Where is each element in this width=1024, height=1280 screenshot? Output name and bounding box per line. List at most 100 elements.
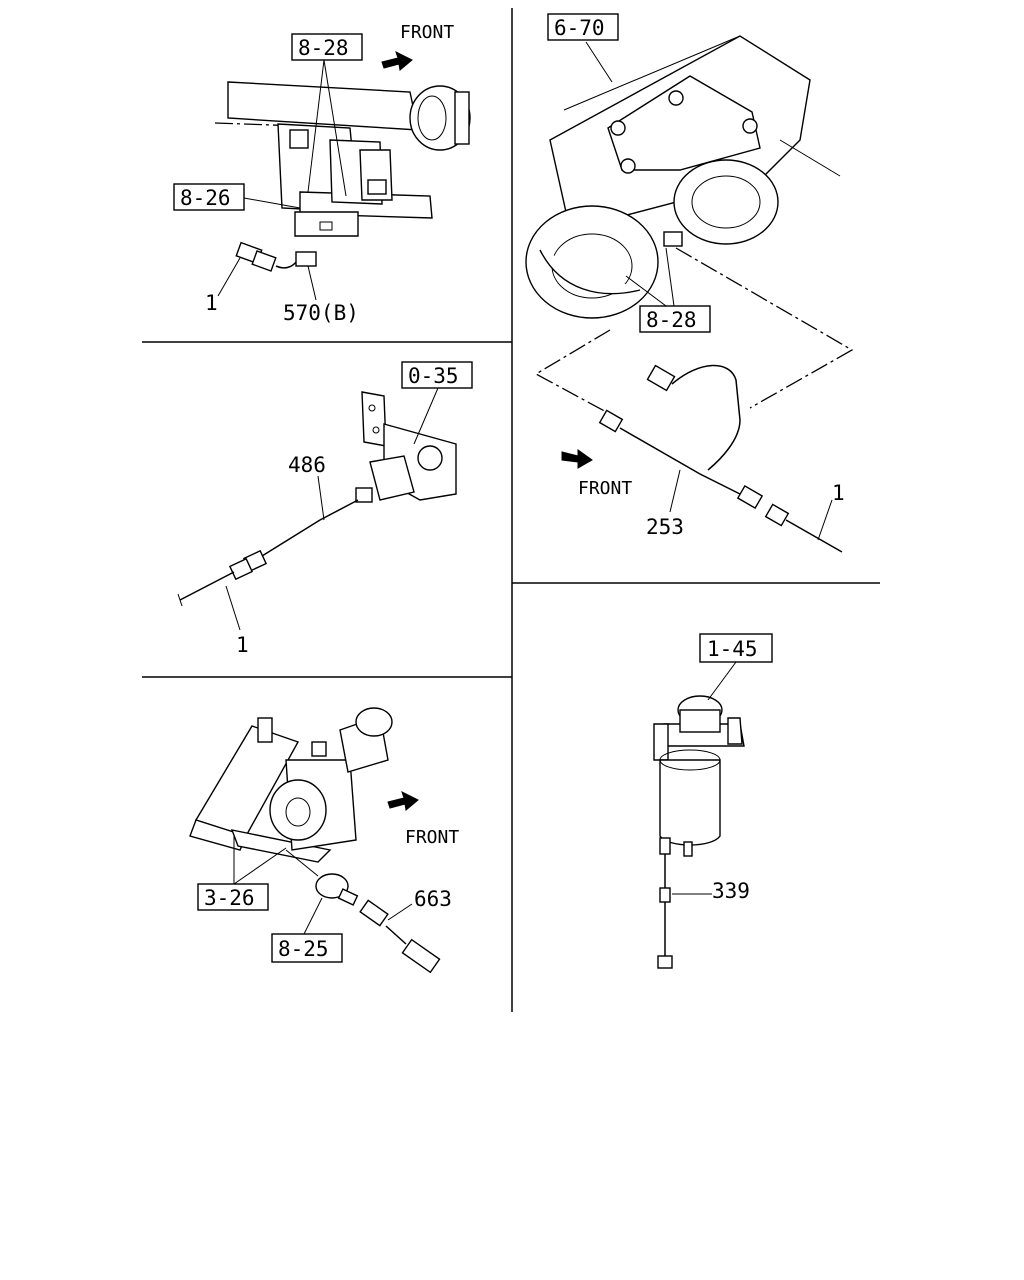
front-arrow-icon-2 [387,791,419,811]
leader-8-26 [243,197,301,209]
harness-end-wire [785,519,843,553]
harness-connector-r3 [736,484,764,510]
ref-box-8-28-right [639,305,711,333]
panel-edge [563,35,741,111]
leader-0-35 [413,387,439,445]
plate-hole-2 [372,426,380,434]
part-number-1: 1 [205,291,218,315]
flange-plate [454,91,470,145]
panel-mid-left: 0-35 486 1 [177,361,473,657]
ref-box-8-28 [291,33,363,61]
panel-top-right: FRONT 6-70 8-28 253 1 [525,13,854,553]
bracket-bolt-3 [742,118,758,134]
panel-bottom-right: 1-45 339 [653,633,773,969]
head-port-right [727,717,743,745]
filter-bowl [659,759,721,846]
switch-actuator [369,455,415,501]
bracket-bolt-2 [668,90,684,106]
part-number-663: 663 [414,887,452,911]
leader-663 [387,903,413,921]
bracket-bolt-4 [620,158,636,174]
sensor-leader [285,849,319,877]
panel-top-left: FRONT 8-28 8-26 1 570(B) [173,22,471,325]
part-number-253: 253 [646,515,684,539]
switch-gear [417,445,443,471]
sensor-stub [683,841,693,857]
leader-8-28-a [307,59,325,193]
harness-connector-r1 [646,364,676,392]
ref-label-1-45: 1-45 [707,637,758,661]
front-arrow-icon [381,51,413,71]
mount-bolt [289,129,309,149]
part-number-486: 486 [288,453,326,477]
mount-plate [361,391,387,447]
sensor-thread [337,888,359,906]
connector-tab [367,179,387,195]
leader-253 [669,469,681,513]
ref-box-6-70 [547,13,619,41]
pointer-frame-left [534,329,611,415]
connector-663-a [359,899,389,927]
connector-slot [319,221,333,231]
part-number-570b: 570(B) [283,301,359,325]
wire-end [177,593,183,607]
front-label-3: FRONT [578,478,632,499]
ref-box-0-35 [401,361,473,389]
part-number-1-mid: 1 [236,633,249,657]
leader-part-1b [225,585,241,631]
fitting-top [257,717,273,743]
ref-label-8-28: 8-28 [298,36,349,60]
ref-label-8-26: 8-26 [180,186,231,210]
intake-duct [227,81,419,131]
duct-opening [417,95,447,141]
horn-right [673,159,779,245]
leader-6-70 [585,41,613,83]
panel-dividers [142,8,880,1012]
fitting-side [311,741,327,757]
ref-box-8-25 [271,933,343,963]
harness-connector-r4 [764,503,790,527]
ref-label-8-25: 8-25 [278,937,329,961]
panel-edge-2 [779,139,841,177]
connector-663-b [401,938,441,974]
front-label-2: FRONT [405,827,459,848]
bracket-bolt-1 [610,120,626,136]
leader-486 [317,475,325,521]
ref-label-3-26: 3-26 [204,886,255,910]
leader-3-26-b [233,847,287,885]
panel-bottom-left: FRONT 3-26 8-25 663 [189,707,459,974]
pointer-frame-right [675,247,854,409]
connector-end [657,955,673,969]
ref-box-3-26 [197,883,269,911]
switch-connector [355,487,373,503]
part-number-1-right: 1 [832,481,845,505]
ref-box-8-26 [173,183,245,211]
harness-main-wire [619,427,745,497]
ref-label-6-70: 6-70 [554,16,605,40]
connector-663-wire [385,925,407,945]
filter-neck [679,709,721,733]
manifold-base [189,819,247,851]
leader-1-45 [707,661,737,701]
harness-connector-2 [251,250,277,272]
horn-left-rim [539,249,641,295]
leader-8-28-r-a [665,247,675,307]
pigtail-wire [261,499,359,557]
leader-8-28-b [323,59,347,197]
front-label: FRONT [400,22,454,43]
plate-hole-1 [368,404,376,412]
harness-wire-main [179,571,235,601]
ref-box-1-45 [699,633,773,663]
harness-connector-3 [295,251,317,267]
horn-left [525,205,659,319]
horn-connector [663,231,683,247]
head-port-left [653,723,669,761]
front-arrow-icon-3 [561,449,593,469]
drain-plug [659,837,671,855]
pump-port [285,797,311,827]
leader-part-1 [217,257,241,297]
filter-bowl-rim [659,749,721,771]
leader-8-25 [303,897,323,935]
leader-8-28-r-b [625,275,667,307]
